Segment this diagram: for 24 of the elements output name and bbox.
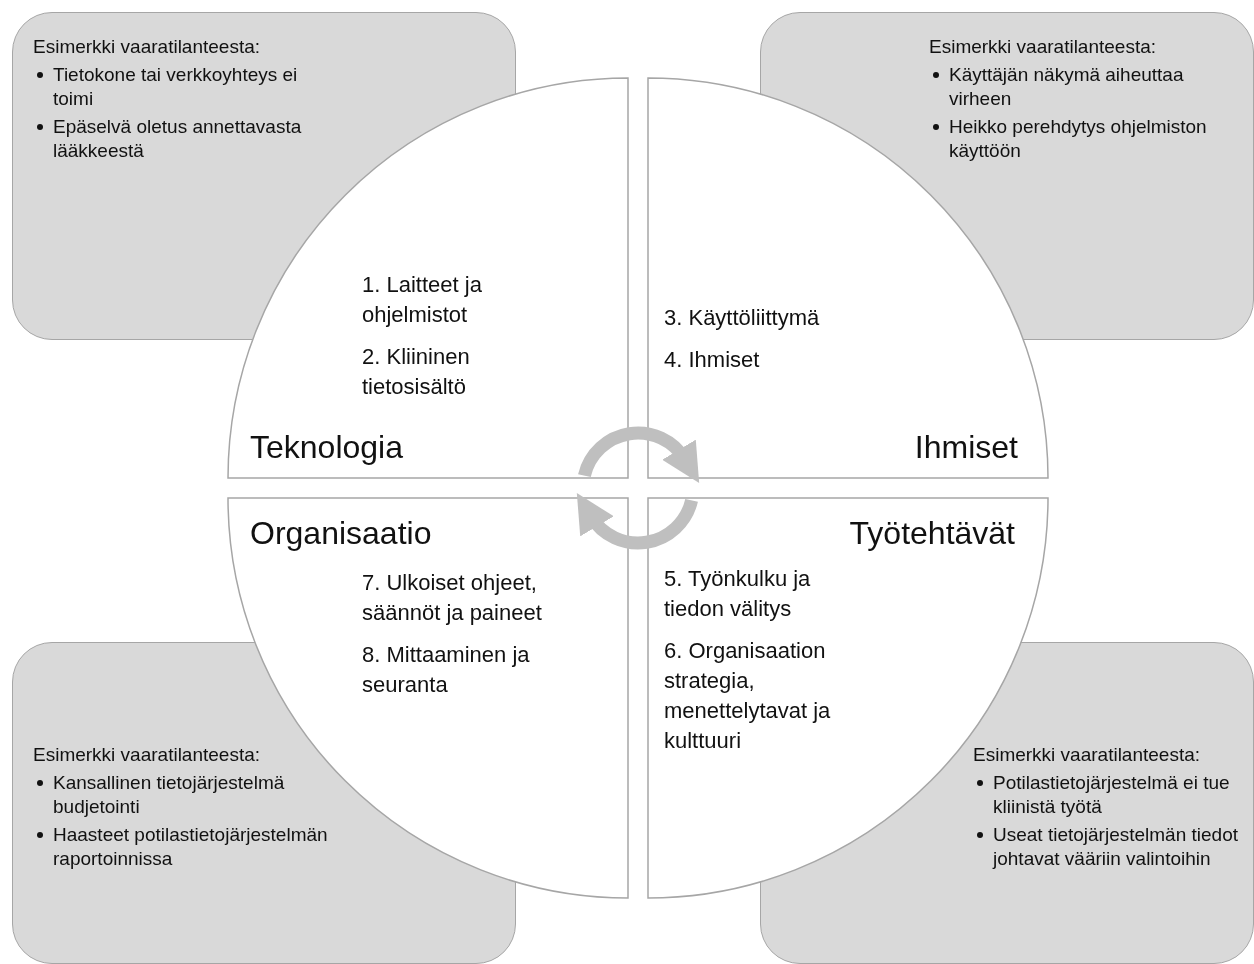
card-heading: Esimerkki vaaratilanteesta:	[33, 743, 262, 767]
quadrant-heading: Teknologia	[250, 428, 403, 466]
list-item-text: 2. Kliininen tietosisältö	[362, 343, 471, 401]
bullet-item: Käyttäjän näkymä aiheuttaa virheen	[929, 63, 1209, 111]
list-item-text: 6. Organisaation strategia, menettelytavat ja kulttuuri	[664, 637, 832, 755]
list-item-text: 4. Ihmiset	[664, 346, 761, 374]
quadrant-heading: Ihmiset	[914, 428, 1018, 466]
card-heading: Esimerkki vaaratilanteesta:	[929, 35, 1158, 59]
list-item-text: 1. Laitteet ja ohjelmistot	[362, 271, 483, 329]
bullet-item: Tietokone tai verkkoyhteys ei toimi	[33, 63, 333, 111]
list-item-text: 8. Mittaaminen ja seuranta	[362, 641, 531, 699]
quadrant-heading: Organisaatio	[250, 514, 432, 552]
card-heading: Esimerkki vaaratilanteesta:	[973, 743, 1202, 767]
bullet-item: Epäselvä oletus annettavasta lääkkeestä	[33, 115, 333, 163]
list-item-text: 3. Käyttöliittymä	[664, 304, 821, 332]
bullet-item: Heikko perehdytys ohjelmiston käyttöön	[929, 115, 1209, 163]
card-heading: Esimerkki vaaratilanteesta:	[33, 35, 262, 59]
bullet-item: Useat tietojärjestelmän tiedot johtavat vääriin valintoihin	[973, 823, 1253, 871]
list-item-text: 7. Ulkoiset ohjeet, säännöt ja paineet	[362, 569, 543, 627]
bullet-item: Haasteet potilastietojärjestelmän raportoinnissa	[33, 823, 353, 871]
bullet-item: Kansallinen tietojärjestelmä budjetointi	[33, 771, 353, 819]
bullet-item: Potilastietojärjestelmä ei tue kliinistä työtä	[973, 771, 1253, 819]
quadrant-heading: Työtehtävät	[849, 514, 1015, 552]
list-item-text: 5. Työnkulku ja tiedon välitys	[664, 565, 812, 623]
